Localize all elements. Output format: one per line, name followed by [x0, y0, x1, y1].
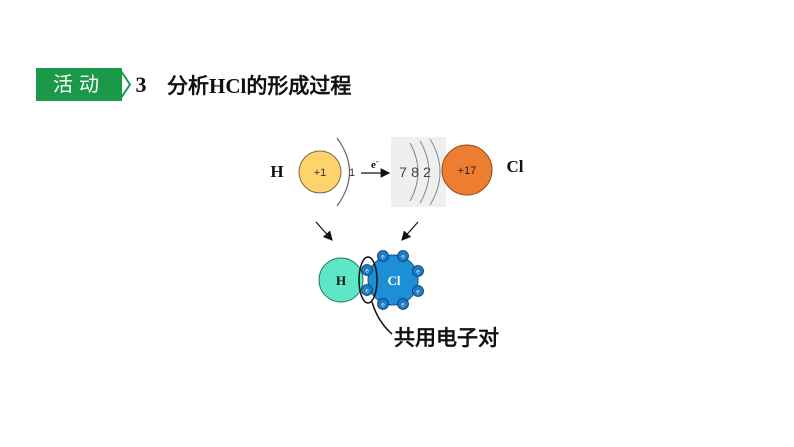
h-nucleus-charge: +1 [314, 167, 327, 179]
cl-shell-inner [409, 142, 419, 202]
cl-shell-middle [419, 140, 430, 204]
electron-transfer-label: e- [371, 157, 379, 171]
electron: e [412, 285, 424, 297]
cl-shell-count-outer: 7 [399, 164, 407, 180]
h-combine-arrow [315, 221, 333, 241]
cl-combine-arrow [401, 221, 419, 241]
activity-number: 3 [135, 72, 147, 97]
cl-nucleus-charge: +17 [458, 165, 477, 177]
cl-shell-count-middle: 8 [411, 164, 419, 180]
title-suffix: 的形成过程 [246, 74, 352, 98]
electron: e [377, 298, 389, 310]
electron: e [377, 250, 389, 262]
molecule-h-label: H [336, 273, 346, 288]
molecule-h-atom [318, 257, 364, 303]
electron: e [397, 250, 409, 262]
cl-atom-symbol: Cl [507, 157, 524, 176]
molecule-cl-atom [367, 254, 419, 306]
h-atom-nucleus [298, 150, 342, 194]
molecule-cl-label: Cl [388, 273, 401, 288]
activity-label: 活动 [36, 68, 122, 101]
cl-atom-nucleus [441, 144, 493, 196]
svg-text:e: e [401, 254, 405, 261]
svg-text:e: e [365, 288, 369, 295]
electron-symbol: e [371, 159, 376, 171]
shared-pair-caption: 共用电子对 [394, 326, 499, 350]
electron: e [361, 264, 373, 276]
svg-text:e: e [381, 254, 385, 261]
cl-shell-outer [429, 138, 441, 206]
shared-pair-ellipse [358, 256, 378, 304]
svg-text:e: e [416, 289, 420, 296]
shared-pair-pointer [371, 301, 393, 335]
electron-charge: - [376, 157, 379, 166]
title-formula: HCl [209, 74, 247, 98]
electron: e [412, 265, 424, 277]
svg-text:e: e [381, 302, 385, 309]
title-prefix: 分析 [167, 74, 209, 98]
svg-text:e: e [365, 268, 369, 275]
chevron-right-icon [118, 68, 132, 101]
electron: e [397, 298, 409, 310]
h-shell-electron-count: 1 [349, 167, 355, 179]
cl-shell-count-inner: 2 [423, 164, 431, 180]
svg-text:e: e [401, 302, 405, 309]
activity-title: 分析HCl的形成过程 [167, 70, 351, 100]
svg-text:e: e [416, 269, 420, 276]
electron: e [361, 284, 373, 296]
h-electron-shell [336, 137, 350, 207]
h-atom-symbol: H [270, 162, 283, 181]
